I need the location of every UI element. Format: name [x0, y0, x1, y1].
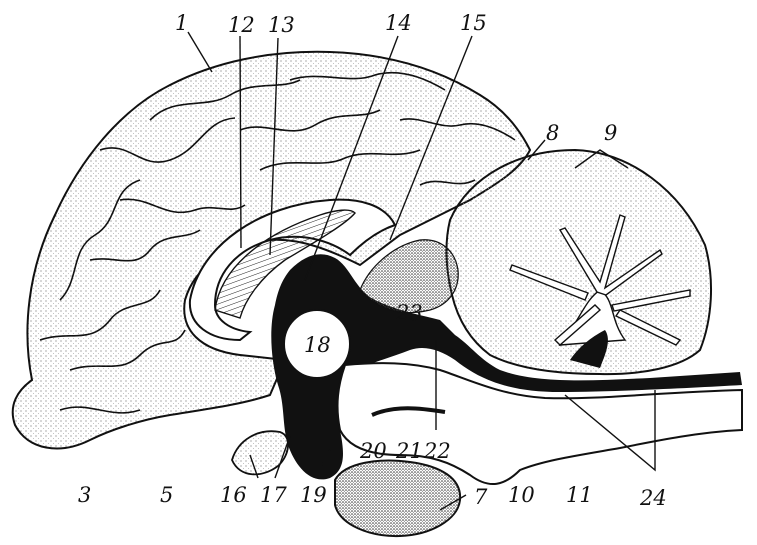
label-8: 8 [546, 121, 559, 145]
aqueduct-line [371, 406, 446, 417]
corpus-callosum-core [214, 209, 356, 319]
label-13: 13 [268, 13, 295, 37]
label-10: 10 [508, 483, 535, 507]
label-1: 1 [175, 11, 188, 35]
label-17: 17 [260, 483, 287, 507]
label-15: 15 [460, 11, 487, 35]
label-14: 14 [385, 11, 412, 35]
gyri-sulci [39, 71, 516, 414]
label-22: 22 [423, 439, 451, 463]
fourth-ventricle [570, 330, 608, 368]
label-11: 11 [566, 483, 593, 507]
ventricle-cavity [271, 254, 742, 480]
label-5: 5 [160, 483, 173, 507]
label-19: 19 [300, 483, 327, 507]
thalamus [283, 309, 351, 379]
label-7: 7 [474, 485, 488, 509]
leader-lines [187, 31, 656, 511]
diagram-labels: 1 12 13 14 15 8 9 18 23 3 5 16 17 19 20 … [78, 11, 667, 510]
pituitary-gland [334, 459, 462, 538]
label-23: 23 [395, 301, 423, 325]
label-20: 20 [359, 439, 387, 463]
cerebral-hemisphere [11, 50, 532, 450]
label-12: 12 [228, 13, 255, 37]
label-3: 3 [78, 483, 91, 507]
label-18: 18 [304, 333, 331, 357]
label-24: 24 [639, 486, 667, 510]
arbor-vitae [509, 214, 691, 346]
optic-chiasm [231, 430, 289, 476]
brainstem [336, 362, 743, 485]
tectum-region [359, 239, 459, 314]
label-16: 16 [220, 483, 247, 507]
label-21: 21 [395, 439, 423, 463]
label-9: 9 [604, 121, 617, 145]
